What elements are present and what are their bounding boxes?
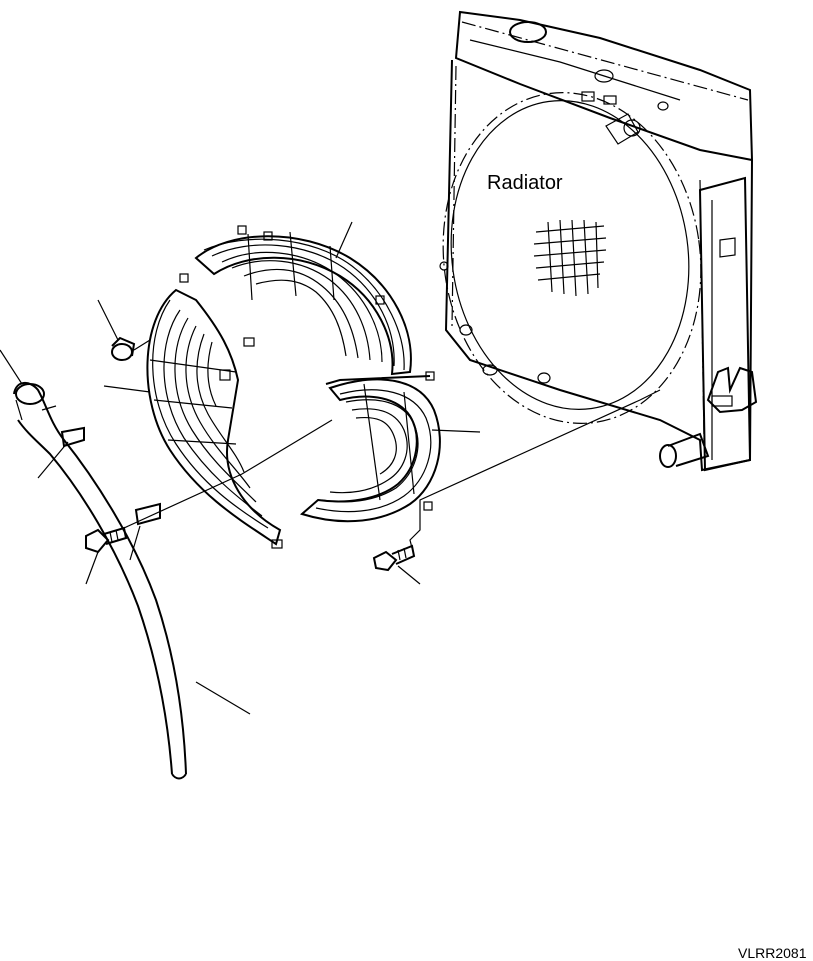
radiator-assembly xyxy=(439,10,758,472)
leader-lines xyxy=(0,221,481,715)
bolt-lower-left xyxy=(85,526,128,554)
assembly-lines xyxy=(123,339,661,549)
leader-fan-guard-upper xyxy=(335,221,353,259)
fan-guard-upper-segment xyxy=(194,231,412,376)
bolt-lower-right xyxy=(372,544,416,572)
fan-guard-left-segment xyxy=(146,288,282,546)
leader-clamp-lower xyxy=(129,525,141,561)
fan-guard-net xyxy=(146,225,441,549)
leader-fan-guard-left xyxy=(103,385,151,393)
bolt-upper xyxy=(111,336,136,361)
leader-bolt-lower-right xyxy=(397,565,421,585)
leader-hose xyxy=(195,681,251,715)
figure-code: VLRR2081 xyxy=(738,945,807,961)
leader-clamp-upper xyxy=(37,441,69,479)
radiator-label: Radiator xyxy=(487,172,563,194)
leader-bolt-upper xyxy=(97,299,119,341)
leader-fan-guard-lower xyxy=(431,429,481,433)
leader-hose-end xyxy=(0,349,23,385)
leader-bolt-lower-left xyxy=(85,551,99,585)
fan-guard-lower-segment xyxy=(299,378,441,523)
hose-tube xyxy=(13,382,187,780)
